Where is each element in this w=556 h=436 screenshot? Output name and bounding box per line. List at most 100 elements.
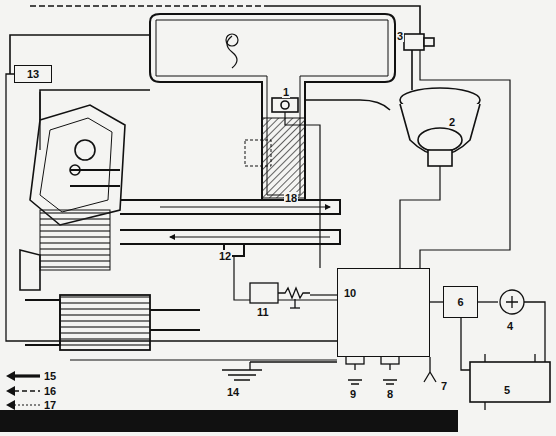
- cylinder-head-part: [70, 165, 80, 175]
- battery-and-ignition-part: [500, 290, 524, 314]
- legend-text: 16: [44, 385, 56, 397]
- cylinder-head-part: [30, 105, 125, 225]
- component-box: 13: [14, 65, 52, 83]
- legend-text: 15: [44, 370, 56, 382]
- component-box: 6: [443, 286, 478, 318]
- legend-swatch: [6, 371, 40, 381]
- sensor-wires-part: [285, 112, 320, 268]
- path-stroke: [6, 371, 15, 381]
- manifold-part: [120, 200, 340, 214]
- throttle-body-part: [281, 101, 289, 109]
- redaction-bar: [0, 410, 458, 432]
- legend-swatch: [6, 386, 40, 396]
- battery-and-ignition-part: [485, 354, 535, 362]
- hoses-and-pipes-part: [40, 90, 150, 120]
- ground-and-switches-part: [249, 362, 250, 370]
- cylinder-head-part: [40, 118, 112, 212]
- sensor-wires-part: [310, 294, 337, 295]
- path-stroke: [6, 400, 15, 410]
- hoses-and-pipes: [10, 6, 420, 120]
- legend-text: 17: [44, 399, 56, 411]
- legend-row: 16: [6, 385, 56, 397]
- cylinder-head-part: [75, 140, 95, 160]
- sensor-wires-part: [39, 92, 40, 150]
- legend-row: 15: [6, 370, 56, 382]
- callout-number: 11: [256, 306, 270, 318]
- callout-number: 14: [226, 386, 240, 398]
- callout-number: 10: [344, 287, 356, 299]
- legend-row: 17: [6, 399, 56, 411]
- line-stroke: [14, 374, 40, 377]
- battery-and-ignition-part: [470, 362, 550, 402]
- callout-number: 9: [349, 388, 357, 400]
- intake-plenum-part: [150, 14, 395, 200]
- callout-number: 3: [396, 30, 404, 42]
- sensor-wires-part: [400, 166, 440, 268]
- manifold-part: [70, 170, 120, 186]
- battery-and-ignition-part: [524, 302, 545, 362]
- exhaust: [25, 295, 200, 350]
- airflow-meter-part: [400, 104, 480, 155]
- control-valve-part: [424, 38, 434, 46]
- cylinder-head-part: [40, 210, 110, 270]
- control-unit-box: 10: [337, 268, 430, 357]
- battery-and-ignition-part: [461, 318, 470, 370]
- intake-plenum: [150, 14, 395, 200]
- intake-plenum-part: [226, 34, 238, 46]
- callout-number: 13: [27, 68, 39, 80]
- airflow-meter-part: [428, 150, 452, 166]
- exhaust-part: [25, 300, 60, 345]
- cylinder-head-part: [20, 250, 40, 290]
- intake-plenum-part: [262, 118, 305, 198]
- resistor-symbol-part: [278, 288, 310, 298]
- callout-number: 7: [440, 380, 448, 392]
- manifold-part: [120, 230, 340, 244]
- manifold-part: [170, 237, 330, 238]
- legend-swatch: [6, 400, 40, 410]
- sensor-wires-part: [420, 50, 510, 268]
- callout-number: 2: [448, 116, 456, 128]
- line-stroke: [14, 405, 40, 406]
- path-stroke: [6, 386, 15, 396]
- intake-plenum-part: [245, 140, 271, 166]
- throttle-body-part: [272, 98, 298, 112]
- wire-connector-part: [6, 74, 337, 341]
- callout-number: 12: [218, 250, 232, 262]
- manifold-part: [160, 207, 330, 208]
- wire-connector: [430, 302, 443, 303]
- hoses-and-pipes-part: [30, 5, 270, 7]
- callout-number: 8: [386, 388, 394, 400]
- hoses-and-pipes-part: [305, 100, 390, 110]
- throttle-body: [272, 98, 298, 112]
- battery-and-ignition-part: [506, 296, 518, 308]
- control-valve: [404, 34, 434, 50]
- resistor-symbol-part: [290, 307, 300, 308]
- sensor-wires-part: [233, 256, 234, 262]
- airflow-meter-part: [418, 128, 462, 152]
- resistor-symbol-part: [294, 299, 295, 308]
- intake-plenum-part: [227, 36, 237, 68]
- callout-number: 4: [506, 320, 514, 332]
- callout-number: 1: [282, 86, 290, 98]
- resistor-symbol: [250, 283, 310, 308]
- control-valve-part: [404, 34, 424, 50]
- cylinder-head: [20, 105, 125, 290]
- sensor-wires-part: [70, 359, 337, 360]
- resistor-symbol-part: [250, 283, 278, 303]
- exhaust-part: [150, 310, 200, 330]
- exhaust-part: [60, 295, 150, 350]
- callout-number: 6: [457, 296, 463, 308]
- ground-and-switches-part: [222, 362, 337, 380]
- callout-number: 18: [284, 192, 298, 204]
- airflow-meter: [400, 88, 480, 166]
- wire-connector: [6, 74, 337, 341]
- callout-number: 5: [503, 384, 511, 396]
- line-stroke: [14, 390, 40, 392]
- battery-and-ignition-part: [478, 301, 498, 302]
- wire-connector-part: [430, 301, 443, 302]
- ground-and-switches-part: [348, 380, 397, 384]
- sensor-wires: [40, 50, 510, 360]
- battery-and-ignition-part: [484, 402, 485, 410]
